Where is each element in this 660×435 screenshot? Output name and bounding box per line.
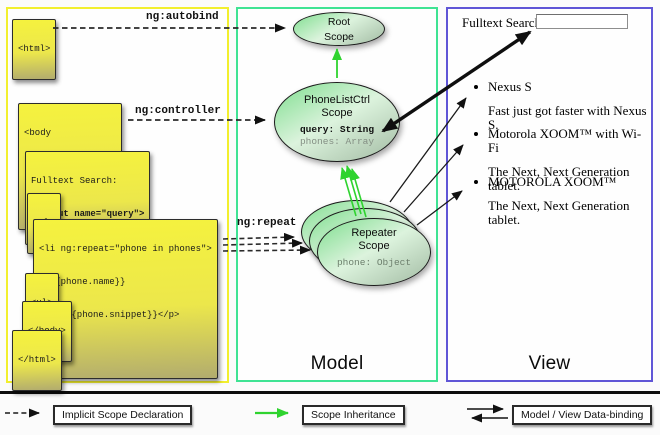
- bullet-icon: [474, 85, 478, 89]
- legend-separator: [0, 391, 660, 394]
- legend-model-view-data-binding: Model / View Data-binding: [512, 405, 653, 425]
- query-property: query: String: [299, 124, 375, 135]
- list-item: Motorola XOOM™ with Wi-Fi The Next, Next…: [474, 126, 648, 193]
- legend-scope-inheritance: Scope Inheritance: [302, 405, 405, 425]
- code-line: <body: [24, 128, 52, 138]
- phone-name: Motorola XOOM™ with Wi-Fi: [488, 126, 642, 155]
- phone-property: phone: Object: [336, 257, 412, 268]
- phonelistctrl-scope-name: PhoneListCtrl: [303, 94, 371, 106]
- code-line: </html>: [18, 355, 56, 365]
- list-item: MOTOROLA XOOM™ The Next, Next Generation…: [474, 174, 648, 227]
- code-box-html-close: </html>: [12, 330, 62, 391]
- list-item: Nexus S Fast just got faster with Nexus …: [474, 79, 648, 132]
- phonelistctrl-scope-ellipse: PhoneListCtrl Scope query: String phones…: [274, 82, 400, 162]
- code-box-html-open: <html>: [12, 19, 57, 80]
- phone-name: MOTOROLA XOOM™: [488, 174, 617, 189]
- root-scope-name: Root: [327, 16, 351, 28]
- code-line: <p>{{phone.snippet}}</p>: [39, 310, 180, 320]
- code-line: Fulltext Search:: [31, 176, 118, 186]
- phones-property: phones: Array: [299, 136, 375, 147]
- code-line: {{phone.name}}: [39, 277, 126, 287]
- root-scope-ellipse: Root Scope: [293, 12, 385, 46]
- fulltext-search-input[interactable]: [536, 14, 628, 29]
- phone-name: Nexus S: [488, 79, 532, 94]
- repeater-scope-ellipse-front: Repeater Scope phone: Object: [317, 218, 431, 286]
- phonelistctrl-scope-name: Scope: [321, 107, 353, 119]
- repeater-scope-name: Repeater: [351, 227, 397, 239]
- root-scope-name: Scope: [324, 31, 354, 43]
- ng-autobind-label: ng:autobind: [146, 11, 219, 23]
- phone-snippet: The Next, Next Generation tablet.: [488, 198, 630, 227]
- model-panel-title: Model: [310, 353, 364, 374]
- model-panel: Model: [236, 7, 438, 382]
- code-line: <html>: [18, 44, 51, 54]
- code-line: <li ng:repeat="phone in phones">: [39, 244, 212, 254]
- ng-repeat-label: ng:repeat: [237, 217, 297, 229]
- fulltext-search-label: Fulltext Search:: [462, 15, 545, 30]
- bullet-icon: [474, 132, 478, 136]
- phone-snippet: The Next, Next Generation tablet.: [488, 164, 630, 193]
- legend-implicit-scope-declaration: Implicit Scope Declaration: [53, 405, 193, 425]
- view-panel-title: View: [528, 353, 571, 374]
- bullet-icon: [474, 180, 478, 184]
- ng-controller-label: ng:controller: [135, 105, 221, 117]
- repeater-scope-name: Scope: [358, 240, 390, 252]
